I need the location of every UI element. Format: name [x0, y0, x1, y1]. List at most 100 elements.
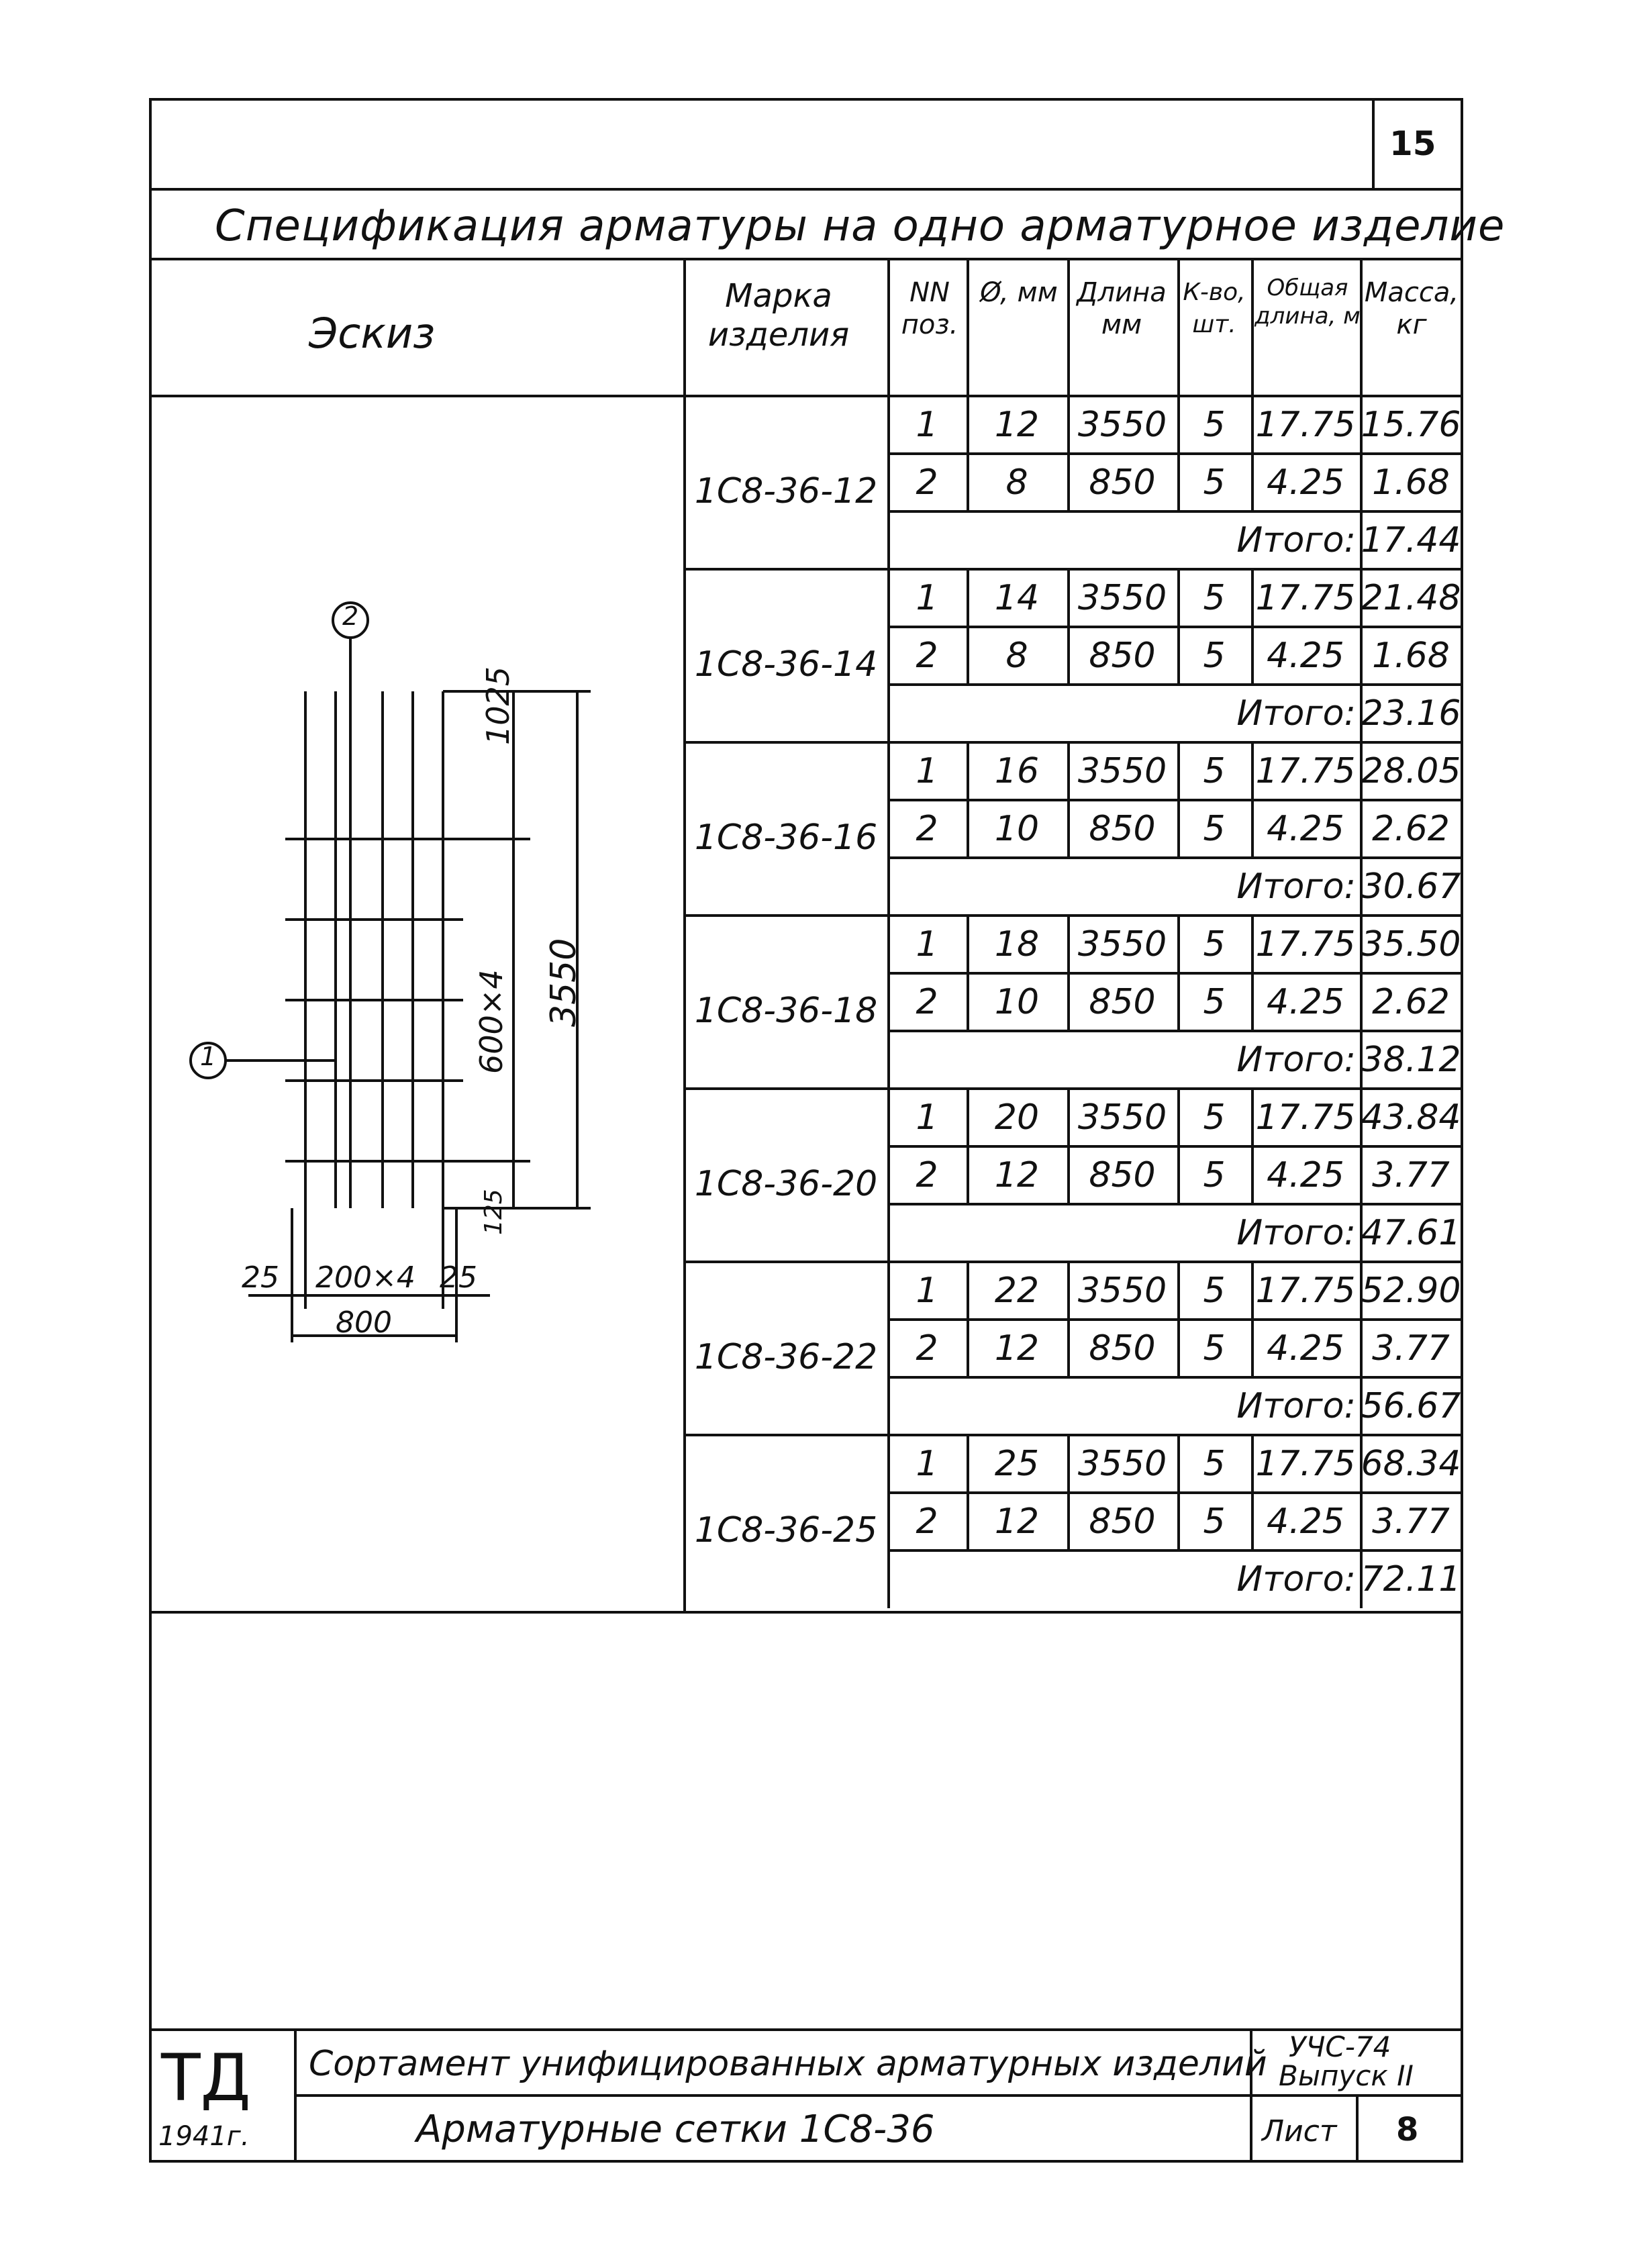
- frame-right: [1461, 98, 1463, 2163]
- total-mass: 47.61: [1361, 1213, 1461, 1253]
- col-divider: [1251, 742, 1254, 858]
- total-length-cell: 4.25: [1267, 1155, 1344, 1195]
- diam-cell: 12: [994, 405, 1040, 445]
- total-mass: 56.67: [1361, 1386, 1461, 1426]
- length-cell: 3550: [1077, 578, 1167, 618]
- col-divider: [1067, 916, 1070, 1031]
- qty-cell: 5: [1203, 1328, 1226, 1369]
- stamp-sheet-number: 8: [1396, 2111, 1419, 2149]
- pos-cell: 1: [916, 751, 938, 791]
- col-divider: [1251, 1089, 1254, 1204]
- pos-cell: 1: [916, 1097, 938, 1138]
- col-divider-total: [1360, 1550, 1363, 1608]
- total-label: Итого:: [1236, 520, 1356, 560]
- total-length-cell: 17.75: [1255, 751, 1356, 791]
- mesh-sketch: [189, 601, 591, 1342]
- diam-cell: 12: [994, 1501, 1040, 1542]
- product-mark: 1С8-36-18: [694, 991, 878, 1031]
- mass-cell: 3.77: [1372, 1501, 1450, 1542]
- row-divider: [887, 1145, 1462, 1148]
- col-divider: [1251, 916, 1254, 1031]
- dim-25-left: 25: [242, 1261, 279, 1295]
- mass-cell: 2.62: [1372, 809, 1450, 849]
- col-divider: [1067, 569, 1070, 685]
- total-mass: 30.67: [1361, 867, 1461, 907]
- stamp-mid-line: [295, 2094, 1463, 2097]
- col-divider: [1067, 742, 1070, 858]
- frame-top: [149, 98, 1463, 101]
- mass-cell: 43.84: [1361, 1097, 1461, 1138]
- total-mass: 23.16: [1361, 693, 1461, 734]
- dim-1025: 1025: [480, 666, 516, 745]
- col-divider: [1177, 396, 1180, 511]
- stamp-logo: ТД: [161, 2040, 251, 2116]
- qty-cell: 5: [1203, 809, 1226, 849]
- qty-header: К-во, шт.: [1183, 279, 1246, 338]
- stamp-year: 1941г.: [158, 2121, 250, 2152]
- stamp-code-divider: [1250, 2028, 1252, 2163]
- col-divider: [1360, 1262, 1363, 1377]
- mass-cell: 35.50: [1361, 924, 1461, 965]
- diam-cell: 8: [1005, 636, 1028, 676]
- qty-cell: 5: [1203, 924, 1226, 965]
- col-line-length-left: [1067, 258, 1070, 395]
- col-divider-pos: [887, 569, 890, 742]
- dim-125: 125: [480, 1189, 507, 1235]
- total-mass: 72.11: [1361, 1559, 1461, 1599]
- page-number-divider: [1372, 98, 1375, 189]
- col-divider: [1251, 1262, 1254, 1377]
- total-mass: 38.12: [1361, 1040, 1461, 1080]
- col-divider: [1177, 1089, 1180, 1204]
- pos-cell: 1: [916, 1271, 938, 1311]
- pos-cell: 2: [916, 1501, 938, 1542]
- col-divider: [1360, 1089, 1363, 1204]
- diam-cell: 18: [994, 924, 1040, 965]
- row-divider: [887, 1318, 1462, 1321]
- qty-cell: 5: [1203, 1155, 1226, 1195]
- mass-cell: 3.77: [1372, 1328, 1450, 1369]
- qty-cell: 5: [1203, 1444, 1226, 1484]
- total-label: Итого:: [1236, 1040, 1356, 1080]
- row-divider: [887, 510, 1462, 513]
- product-mark: 1С8-36-25: [694, 1510, 878, 1550]
- row-divider: [887, 1203, 1462, 1205]
- group-divider: [683, 914, 1462, 917]
- table-bottom-line: [149, 1611, 1463, 1614]
- diam-cell: 22: [994, 1271, 1040, 1311]
- pos-header: NN поз.: [901, 277, 958, 340]
- mass-header: Масса, кг: [1364, 277, 1459, 340]
- col-divider: [1360, 1435, 1363, 1550]
- mass-cell: 52.90: [1361, 1271, 1461, 1311]
- frame-left: [149, 98, 152, 2163]
- col-divider-pos: [887, 742, 890, 916]
- dim-25-right: 25: [440, 1261, 477, 1295]
- row-divider: [887, 856, 1462, 859]
- stamp-code: УЧС-74: [1289, 2030, 1391, 2063]
- mass-cell: 28.05: [1361, 751, 1461, 791]
- total-length-cell: 17.75: [1255, 1444, 1356, 1484]
- dim-3550: 3550: [544, 938, 584, 1027]
- mass-cell: 1.68: [1372, 462, 1450, 503]
- stamp-logo-divider: [294, 2028, 297, 2163]
- pos-cell: 2: [916, 1328, 938, 1369]
- product-mark: 1С8-36-12: [694, 471, 878, 511]
- total-label: Итого:: [1236, 1386, 1356, 1426]
- col-divider: [967, 396, 969, 511]
- diam-cell: 10: [994, 982, 1040, 1022]
- col-divider-total: [1360, 858, 1363, 916]
- diam-cell: 14: [994, 578, 1040, 618]
- pos-cell: 1: [916, 578, 938, 618]
- col-divider: [1067, 1435, 1070, 1550]
- stamp-sheet-title: Арматурные сетки 1С8-36: [416, 2108, 935, 2151]
- mass-cell: 2.62: [1372, 982, 1450, 1022]
- total-label: Итого:: [1236, 867, 1356, 907]
- product-mark: 1С8-36-22: [694, 1337, 878, 1377]
- total-length-header: Общая длина, м: [1254, 275, 1361, 330]
- col-divider: [1360, 396, 1363, 511]
- col-divider: [1067, 396, 1070, 511]
- length-cell: 3550: [1077, 1444, 1167, 1484]
- group-divider: [683, 568, 1462, 571]
- pos-cell: 2: [916, 809, 938, 849]
- total-label: Итого:: [1236, 1559, 1356, 1599]
